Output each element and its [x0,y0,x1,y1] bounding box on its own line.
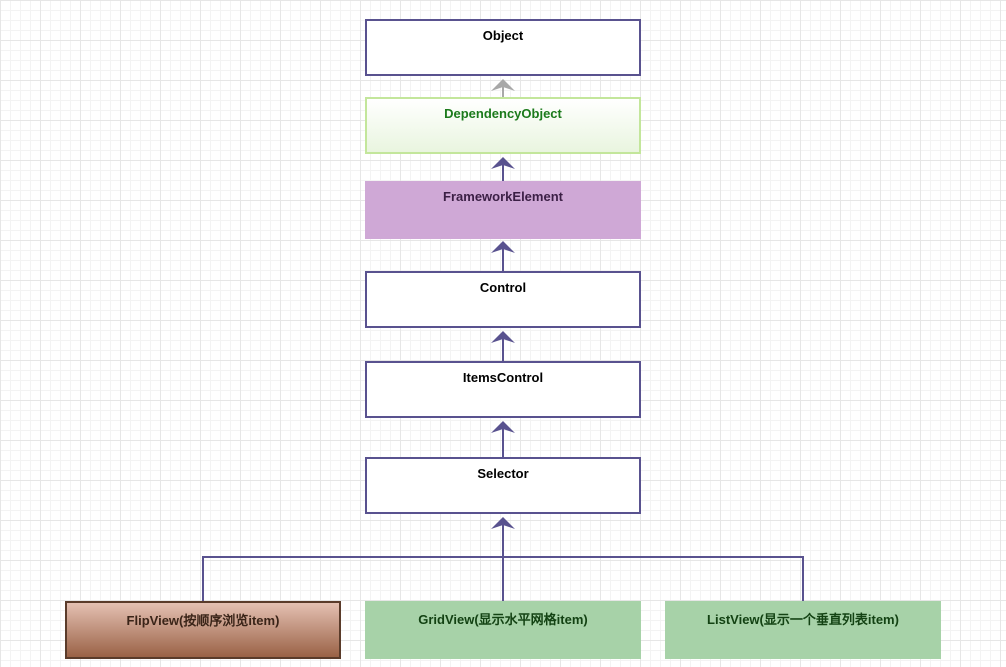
edge-flip-view-to-selector [202,556,503,601]
node-control-label: Control [479,280,527,295]
node-framework-element-label: FrameworkElement [443,189,563,204]
node-grid-view: GridView(显示水平网格item) [365,601,641,659]
arrowhead-items-control [491,421,515,433]
node-flip-view: FlipView(按顺序浏览item) [65,601,341,659]
node-list-view-label: ListView(显示一个垂直列表item) [707,612,899,627]
node-object-label: Object [482,28,524,43]
node-dependency-object-label: DependencyObject [444,106,562,121]
node-framework-element: FrameworkElement [365,181,641,239]
arrowhead-object [491,79,515,91]
node-items-control: ItemsControl [365,361,641,418]
node-selector-label: Selector [477,466,529,481]
node-grid-view-label: GridView(显示水平网格item) [418,612,588,627]
node-list-view: ListView(显示一个垂直列表item) [665,601,941,659]
arrowhead-control [491,331,515,343]
node-items-control-label: ItemsControl [462,370,544,385]
arrowhead-selector [491,517,515,529]
arrowhead-framework-element [491,241,515,253]
node-dependency-object: DependencyObject [365,97,641,154]
arrowhead-dependency-object [491,157,515,169]
node-object: Object [365,19,641,76]
node-flip-view-label: FlipView(按顺序浏览item) [126,613,280,628]
node-control: Control [365,271,641,328]
node-selector: Selector [365,457,641,514]
edge-list-view-to-selector [503,556,804,601]
